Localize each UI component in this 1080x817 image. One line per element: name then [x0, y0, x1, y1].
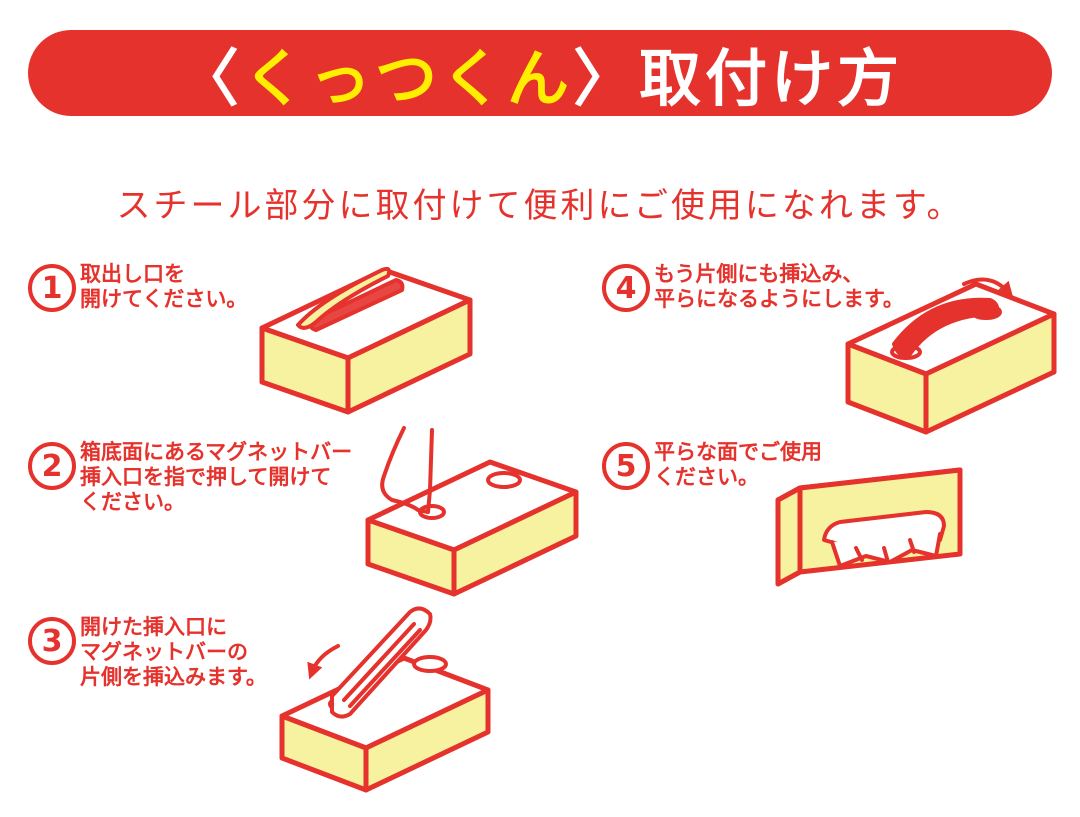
step-line: 開けた挿入口に — [80, 615, 227, 639]
title-open-bracket: 〈 — [176, 42, 243, 115]
step-number: 1 — [28, 264, 76, 312]
step-line: マグネットバーの — [80, 640, 248, 664]
step-2: 2 箱底面にあるマグネットバー 挿入口を指で押して開けて ください。 — [28, 440, 352, 515]
title-product-name: くっつくん — [242, 42, 573, 115]
step-text: 平らな面でご使用 ください。 — [654, 440, 822, 490]
subtitle: スチール部分に取付けて便利にご使用になれます。 — [116, 186, 964, 226]
step-line: 平らな面でご使用 — [654, 440, 822, 464]
step-3: 3 開けた挿入口に マグネットバーの 片側を挿込みます。 — [28, 615, 267, 690]
tissue-box-finger-icon — [365, 426, 579, 597]
step-line: 平らになるようにします。 — [654, 287, 904, 311]
tissue-box-open-icon — [259, 266, 473, 415]
step-text: 取出し口を 開けてください。 — [80, 262, 247, 312]
title-close-bracket: 〉 — [573, 42, 640, 115]
step-line: 挿入口を指で押して開けて — [80, 465, 332, 489]
banner-title: 〈くっつくん〉取付け方 — [177, 28, 903, 118]
step-line: もう片側にも挿込み、 — [654, 262, 864, 286]
tissue-box-bar-flat-icon — [845, 277, 1057, 435]
step-number: 2 — [28, 442, 76, 490]
title-banner: 〈くっつくん〉取付け方 — [28, 30, 1052, 116]
step-number: 3 — [28, 617, 76, 665]
step-5: 5 平らな面でご使用 ください。 — [602, 440, 822, 490]
step-line: 取出し口を — [80, 262, 185, 286]
step-number: 5 — [602, 442, 650, 490]
step-4: 4 もう片側にも挿込み、 平らになるようにします。 — [602, 262, 904, 312]
step-line: 片側を挿込みます。 — [80, 665, 267, 689]
step-line: 開けてください。 — [80, 287, 248, 311]
step-line: ください。 — [654, 465, 759, 489]
tissue-box-insert-bar-icon — [279, 606, 491, 793]
tissue-box-ready-icon — [775, 467, 963, 587]
step-line: 箱底面にあるマグネットバー — [80, 440, 353, 464]
step-1: 1 取出し口を 開けてください。 — [28, 262, 247, 312]
step-text: 箱底面にあるマグネットバー 挿入口を指で押して開けて ください。 — [80, 440, 352, 515]
step-line: ください。 — [80, 490, 185, 514]
step-text: もう片側にも挿込み、 平らになるようにします。 — [654, 262, 904, 312]
step-number: 4 — [602, 264, 650, 312]
step-text: 開けた挿入口に マグネットバーの 片側を挿込みます。 — [80, 615, 267, 690]
title-suffix: 取付け方 — [639, 42, 904, 115]
